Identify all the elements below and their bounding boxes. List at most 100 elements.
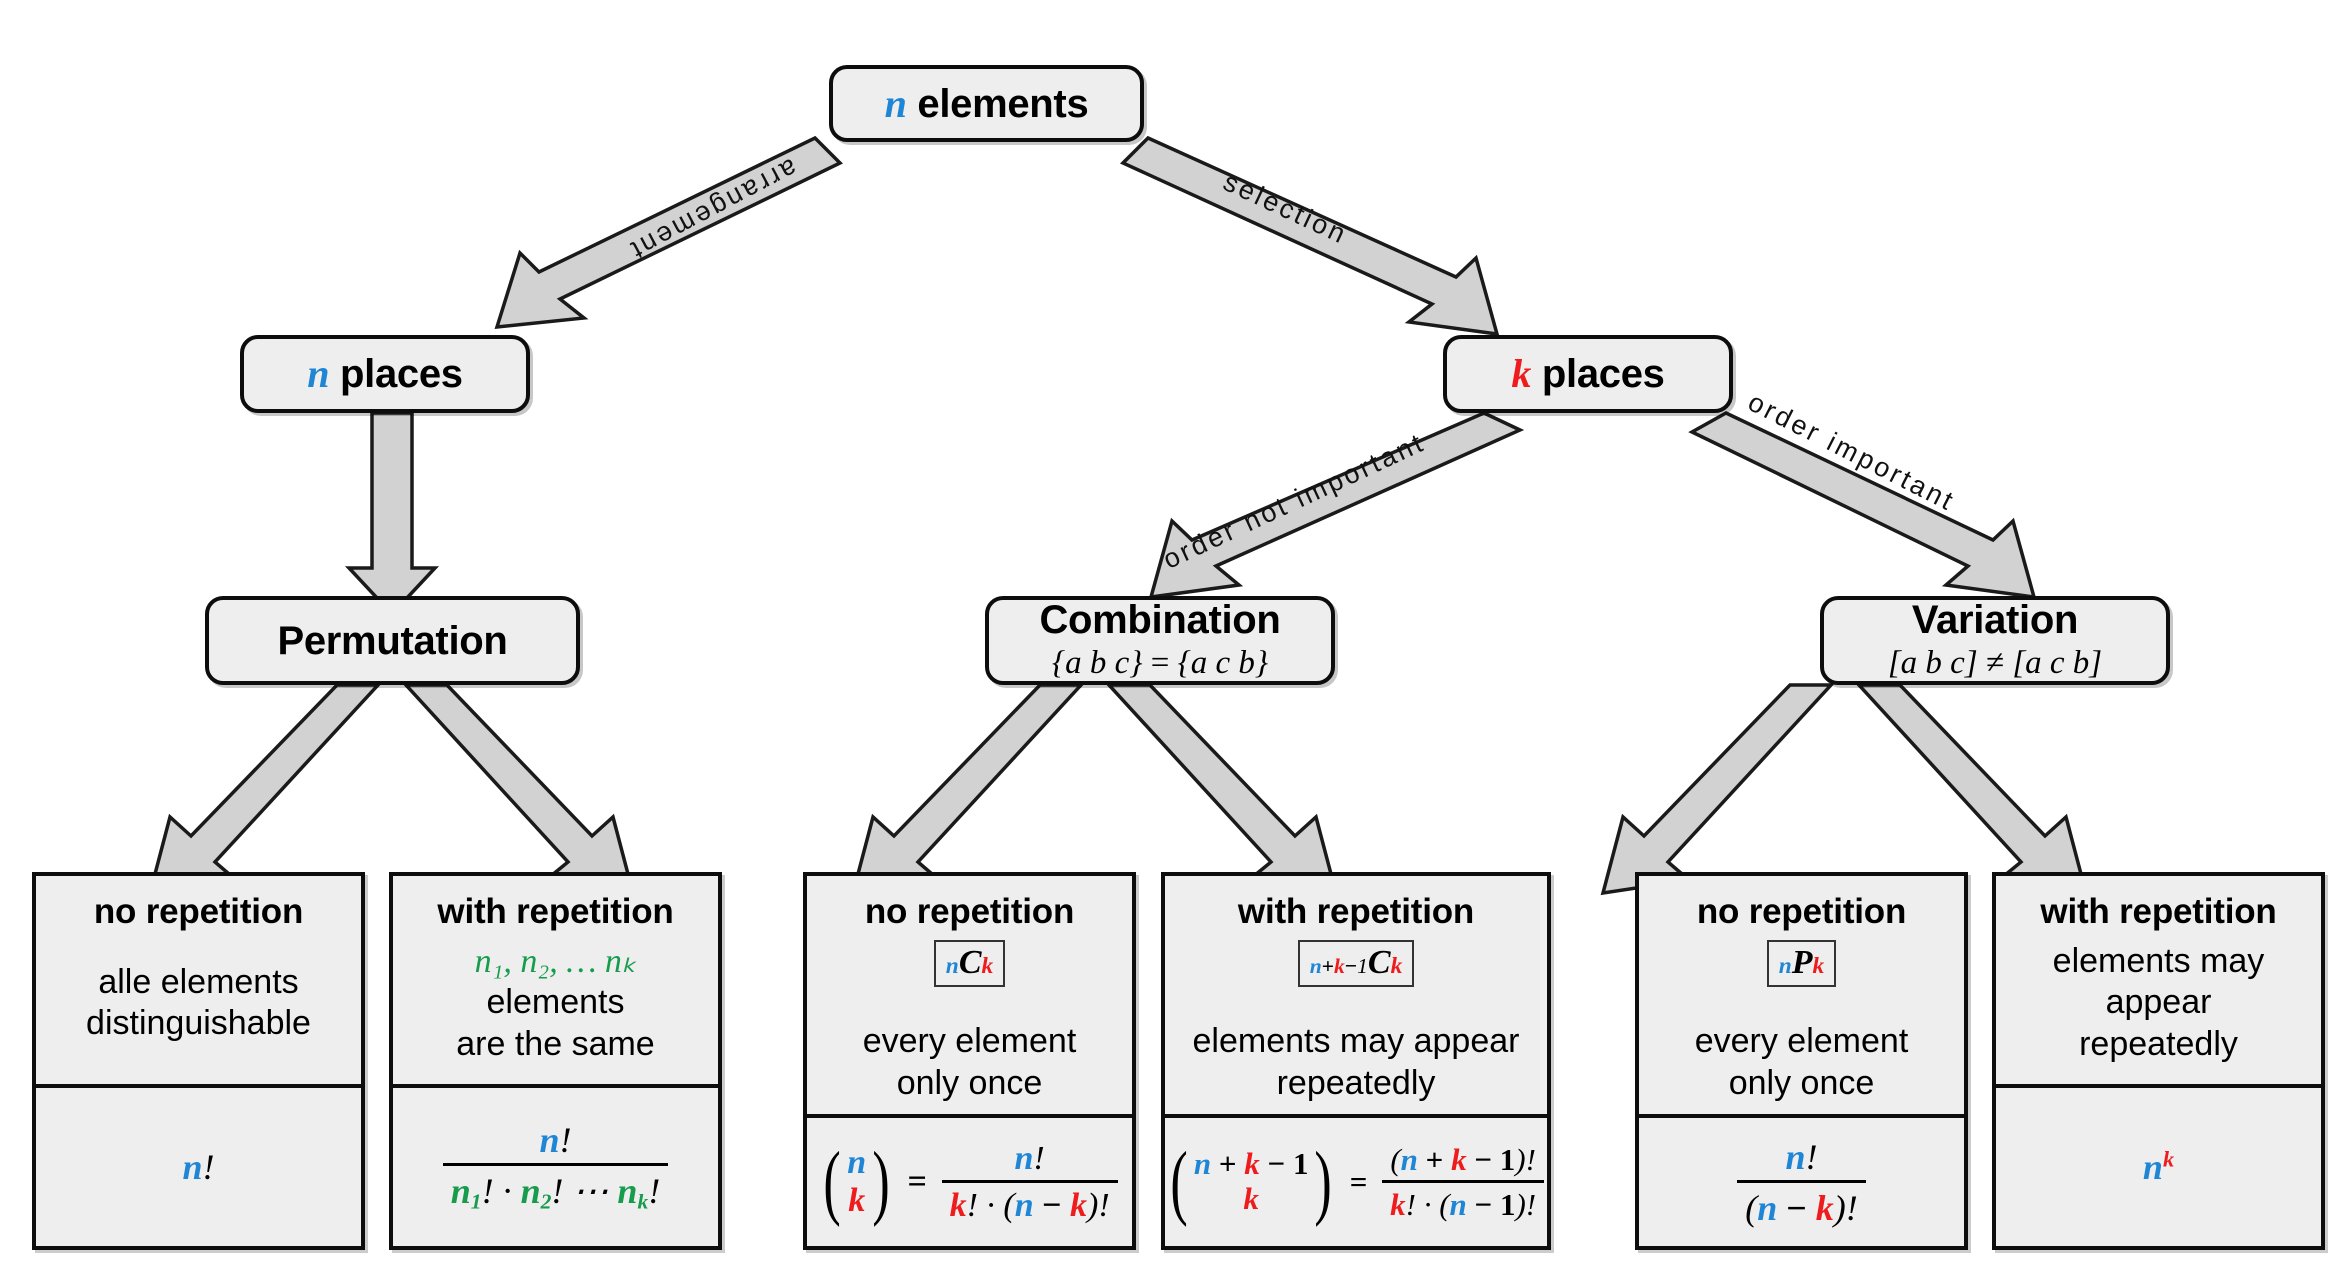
combination-symbol-C: C	[1367, 944, 1391, 981]
fraction-numerator: n!	[531, 1119, 579, 1163]
node-variation[interactable]: Variation [a b c] ≠ [a c b]	[1820, 596, 2170, 685]
card-description-line1: every element	[1694, 1022, 1909, 1061]
card-variation-no-repetition[interactable]: no repetition nPk every element only onc…	[1635, 872, 1968, 1250]
factorial-sign: !	[202, 1147, 215, 1187]
factorial-sign: !	[1525, 1186, 1537, 1222]
card-formula: n!	[36, 1084, 361, 1246]
card-variation-with-repetition[interactable]: with repetition elements may appear repe…	[1992, 872, 2325, 1250]
card-body: with repetition n+k−1Ck elements may app…	[1165, 876, 1547, 1114]
binomial-coefficient: ( n + k − 1 k )	[1165, 1134, 1338, 1228]
card-body: with repetition elements may appear repe…	[1996, 876, 2321, 1084]
card-description: n₁, n₂, … nₖ elements are the same	[403, 941, 708, 1065]
combination-set-right: {a c b}	[1177, 645, 1269, 682]
arrow-permutation-with-repetition	[402, 683, 636, 896]
card-description: elements may appear repeatedly	[2006, 941, 2311, 1065]
combination-relation: =	[1150, 645, 1170, 682]
factorial-sign: !	[648, 1171, 661, 1212]
card-description-line2: only once	[1728, 1063, 1875, 1102]
binomial-top: n + k − 1	[1194, 1146, 1309, 1182]
card-combination-with-repetition[interactable]: with repetition n+k−1Ck elements may app…	[1161, 872, 1551, 1250]
edge-label-selection: selection	[1218, 166, 1353, 251]
node-n-elements[interactable]: n elements	[829, 65, 1144, 142]
node-combination[interactable]: Combination {a b c} = {a c b}	[985, 596, 1335, 685]
right-paren: )	[1515, 1186, 1526, 1222]
variable-n: n	[847, 1143, 867, 1181]
variable-k: k	[1511, 351, 1532, 396]
factorial-sign: !	[559, 1120, 572, 1161]
card-combination-no-repetition[interactable]: no repetition nCk every element only onc…	[803, 872, 1136, 1250]
variation-seq-right: [a c b]	[2012, 645, 2103, 682]
fraction-denominator: n1! · n2! ⋯ nk!	[442, 1163, 669, 1214]
left-paren: (	[1745, 1187, 1758, 1228]
binomial-coefficient: ( n k )	[818, 1134, 895, 1228]
variable-n: n	[1778, 953, 1792, 979]
node-n-places-label: places	[340, 352, 463, 396]
left-paren: (	[823, 1134, 841, 1228]
edge-label-arrangement: arrangement	[623, 152, 803, 267]
binomial-stack: n k	[846, 1144, 867, 1220]
factorial-sign: !	[1845, 1187, 1858, 1228]
variation-relation: ≠	[1985, 645, 2005, 682]
variable-n: n	[539, 1120, 560, 1161]
node-combination-subtitle: {a b c} = {a c b}	[1052, 645, 1268, 681]
fraction-denominator: k! · (n − 1)!	[1382, 1179, 1545, 1223]
card-description-line1: alle elements	[98, 962, 299, 1001]
variable-k: k	[1244, 1146, 1260, 1182]
card-description-line1: elements may appear	[1192, 1022, 1520, 1061]
number-one: 1	[1499, 1141, 1516, 1177]
variable-n: n	[1014, 1139, 1034, 1177]
card-description-line2: repeatedly	[1276, 1063, 1436, 1102]
fraction: n! n1! · n2! ⋯ nk!	[442, 1119, 669, 1214]
variable-n: n	[884, 80, 907, 126]
notation-badge-npkm1Ck: n+k−1Ck	[1297, 940, 1415, 988]
node-k-places-label: places	[1541, 352, 1665, 396]
card-title: with repetition	[437, 892, 674, 931]
variable-k-exponent: k	[2162, 1146, 2175, 1172]
node-permutation[interactable]: Permutation	[205, 596, 580, 685]
card-description: alle elements distinguishable	[80, 962, 317, 1045]
right-paren: )	[1314, 1134, 1333, 1228]
minus-sign: −	[1344, 954, 1358, 978]
card-body: no repetition alle elements distinguisha…	[36, 876, 361, 1084]
variable-k: k	[949, 1186, 967, 1224]
plus-sign: +	[1218, 1146, 1237, 1182]
card-formula: ( n + k − 1 k ) = (n +	[1165, 1114, 1547, 1246]
node-variation-subtitle: [a b c] ≠ [a c b]	[1888, 645, 2102, 681]
multiplication-dot: ·	[1423, 1186, 1432, 1222]
arrow-variation-no-repetition	[1600, 683, 1835, 896]
card-description: every element only once	[1689, 1021, 1915, 1104]
variation-seq-left: [a b c]	[1887, 645, 1978, 682]
card-description-line1: n₁, n₂, … nₖ elements	[409, 941, 702, 1024]
right-paren: )	[1087, 1186, 1099, 1224]
number-one: 1	[1357, 954, 1368, 978]
variable-n: n	[945, 953, 959, 979]
multiplication-dot: ·	[986, 1186, 995, 1224]
variable-n: n	[1785, 1136, 1806, 1177]
variable-n: n	[2142, 1147, 2163, 1187]
card-formula: n! (n − k)!	[1639, 1114, 1964, 1246]
card-formula: nk	[1996, 1084, 2321, 1246]
factorial-sign: !	[1098, 1186, 1110, 1224]
card-description-line2: are the same	[456, 1024, 655, 1063]
fraction-denominator: k! · (n − k)!	[941, 1179, 1118, 1225]
variable-n: n	[1309, 954, 1322, 978]
card-formula: ( n k ) = n! k! · (n − k)!	[807, 1114, 1132, 1246]
node-n-places[interactable]: n places	[240, 335, 530, 413]
arrow-n-places-permutation	[344, 411, 440, 617]
variable-nk: nk	[617, 1171, 649, 1214]
card-permutation-with-repetition[interactable]: with repetition n₁, n₂, … nₖ elements ar…	[389, 872, 722, 1250]
node-k-places[interactable]: k places	[1443, 335, 1733, 413]
number-one: 1	[1292, 1146, 1309, 1182]
node-n-elements-title: n elements	[884, 80, 1089, 126]
factorial-sign: !	[1525, 1141, 1536, 1177]
right-paren: )	[872, 1134, 890, 1228]
node-permutation-title: Permutation	[277, 618, 508, 663]
card-description-line1: elements may appear	[2052, 941, 2265, 1022]
badge-subscript-expression: n+k−1	[1310, 954, 1368, 978]
card-title: no repetition	[93, 892, 304, 931]
card-permutation-no-repetition[interactable]: no repetition alle elements distinguisha…	[32, 872, 365, 1250]
minus-sign: −	[1786, 1187, 1807, 1228]
node-combination-title: Combination	[1039, 598, 1281, 643]
card-title: no repetition	[1696, 892, 1907, 931]
